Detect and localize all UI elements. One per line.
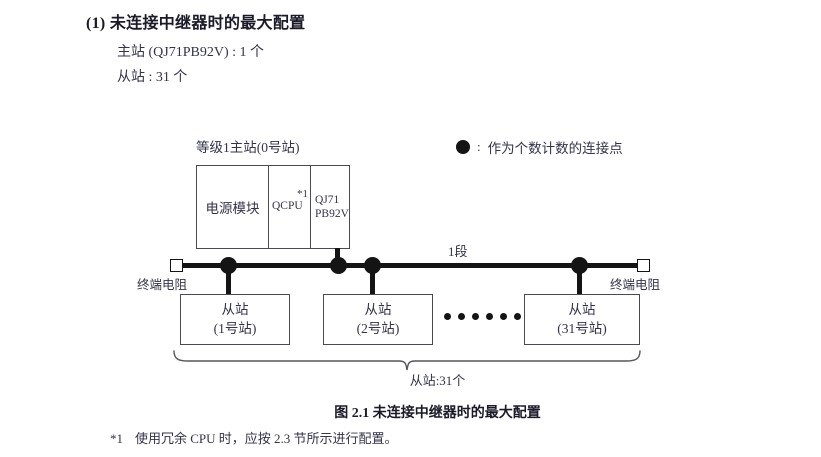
ellipsis-dot <box>500 313 507 320</box>
slave-drop-line <box>577 264 582 296</box>
net-label-line1: QJ71 <box>315 193 340 206</box>
slave-box-line1: 从站 <box>364 302 392 318</box>
slave-total-label: 从站:31个 <box>0 370 821 389</box>
footnote-mark: *1 <box>110 431 123 446</box>
legend-label: 作为个数计数的连接点 <box>487 141 623 156</box>
filled-circle-icon <box>456 140 470 154</box>
terminator-right-label: 终端电阻 <box>610 278 661 292</box>
ellipsis-dot <box>486 313 493 320</box>
figure-caption-text: 图 2.1 未连接中继器时的最大配置 <box>334 406 541 421</box>
slave-box-line2: (1号站) <box>213 320 257 336</box>
net-label-line2: PB92V <box>315 208 349 220</box>
ellipsis-dot <box>444 313 451 320</box>
footnote: *1 使用冗余 CPU 时，应按 2.3 节所示进行配置。 <box>110 428 398 447</box>
footnote-marker: *1 <box>297 188 308 200</box>
ellipsis-dot <box>514 313 521 320</box>
slave-drop-line <box>370 264 375 296</box>
connection-node-dot <box>330 257 347 274</box>
slave-station-box: 从站 (31号站) <box>524 294 640 345</box>
terminator-resistor-left-icon <box>170 259 183 272</box>
module-cell-qcpu: QCPU *1 <box>269 166 311 248</box>
spec-line-slave: 从站 : 31 个 <box>117 70 188 85</box>
slave-count-brace <box>172 350 642 377</box>
terminator-left-label: 终端电阻 <box>137 278 188 292</box>
module-cell-power-supply: 电源模块 <box>197 166 269 248</box>
page-title: (1) 未连接中继器时的最大配置 <box>86 15 306 32</box>
legend: : 作为个数计数的连接点 <box>456 137 623 157</box>
slave-station-box: 从站 (1号站) <box>180 294 290 345</box>
slave-total-text: 从站:31个 <box>409 373 466 388</box>
trunk-bus-line <box>176 263 642 268</box>
slave-box-line2: (2号站) <box>356 320 400 336</box>
terminator-resistor-right-icon <box>637 259 650 272</box>
master-station-title: 等级1主站(0号站) <box>196 140 300 155</box>
ellipsis-dot <box>472 313 479 320</box>
slave-box-line2: (31号站) <box>557 320 607 336</box>
slave-box-line1: 从站 <box>568 302 596 318</box>
spec-line-master: 主站 (QJ71PB92V) : 1 个 <box>117 45 265 60</box>
ellipsis-dot <box>458 313 465 320</box>
brace-icon <box>173 350 641 371</box>
footnote-text: 使用冗余 CPU 时，应按 2.3 节所示进行配置。 <box>135 431 398 446</box>
ellipsis-dots <box>444 313 521 320</box>
slave-box-line1: 从站 <box>221 302 249 318</box>
legend-colon: : <box>477 139 481 154</box>
segment-label: 1段 <box>448 244 468 259</box>
module-cell-qcpu-label: QCPU <box>272 200 303 213</box>
slave-station-box: 从站 (2号站) <box>323 294 433 345</box>
figure-caption: 图 2.1 未连接中继器时的最大配置 <box>0 402 821 422</box>
slave-drop-line <box>226 264 231 296</box>
